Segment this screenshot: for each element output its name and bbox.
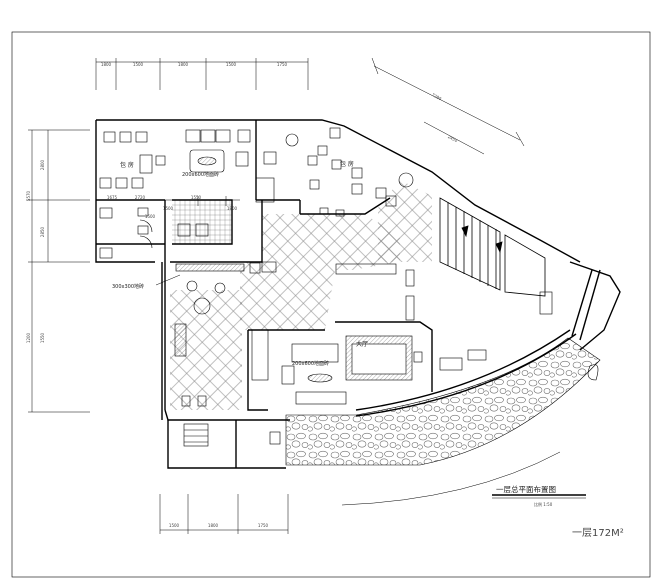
stone-paving-courtyard: [285, 337, 601, 466]
drawing-title: 一层总平面布置图: [496, 484, 556, 494]
left-private-room-furniture: [99, 129, 275, 203]
hall-furniture: [174, 261, 599, 447]
dim-small-1: 2720: [135, 195, 146, 200]
drawing-frame: [11, 31, 651, 578]
floor-area: 一层172M²: [572, 527, 624, 539]
dim-left-1: 2800: [40, 159, 45, 170]
dim-small-5: 1500: [163, 206, 174, 211]
dim-top-5: 1750: [277, 62, 288, 67]
dim-top-2: 1500: [133, 62, 144, 67]
dim-top-3: 1800: [178, 62, 189, 67]
dim-left-3: 2850: [40, 226, 45, 237]
dim-bottom-3: 1750: [258, 523, 269, 528]
room-label-right: 包 房: [340, 160, 354, 168]
tile-note-upper: 200x600地面砖: [182, 171, 219, 178]
dim-diag-1: 7380: [431, 92, 443, 101]
leader-line: [155, 274, 181, 286]
room-label-left: 包 房: [120, 161, 134, 169]
dim-top-4: 1500: [226, 62, 237, 67]
right-private-room-furniture: [263, 127, 414, 217]
drawing-scale: 比例 1:50: [534, 501, 553, 507]
restroom-fixtures: [99, 207, 209, 259]
dim-small-3: 1800: [227, 206, 238, 211]
dim-left-4: 1200: [26, 332, 31, 343]
dimension-lines: [28, 57, 561, 534]
tile-floor-areas: [170, 180, 432, 410]
room-label-hall: 大厅: [356, 340, 368, 348]
dim-bottom-1: 1500: [169, 523, 180, 528]
dimension-labels: 1800 1500 1800 1500 1750 1500 1800 1750 …: [26, 62, 459, 528]
staircase: [439, 197, 546, 297]
dim-small-2: 1550: [191, 195, 202, 200]
dim-small-4: 1675: [107, 195, 118, 200]
tile-note-left: 300x300地砖: [112, 283, 144, 290]
tile-note-lower: 200x600地面砖: [292, 360, 329, 367]
dim-bottom-2: 1800: [208, 523, 219, 528]
dim-top-1: 1800: [101, 62, 112, 67]
dim-left-5: 1550: [40, 332, 45, 343]
dim-small-6: 1500: [145, 214, 156, 219]
dim-diag-2: 2450: [447, 134, 459, 143]
dim-left-2: 5570: [26, 190, 31, 201]
